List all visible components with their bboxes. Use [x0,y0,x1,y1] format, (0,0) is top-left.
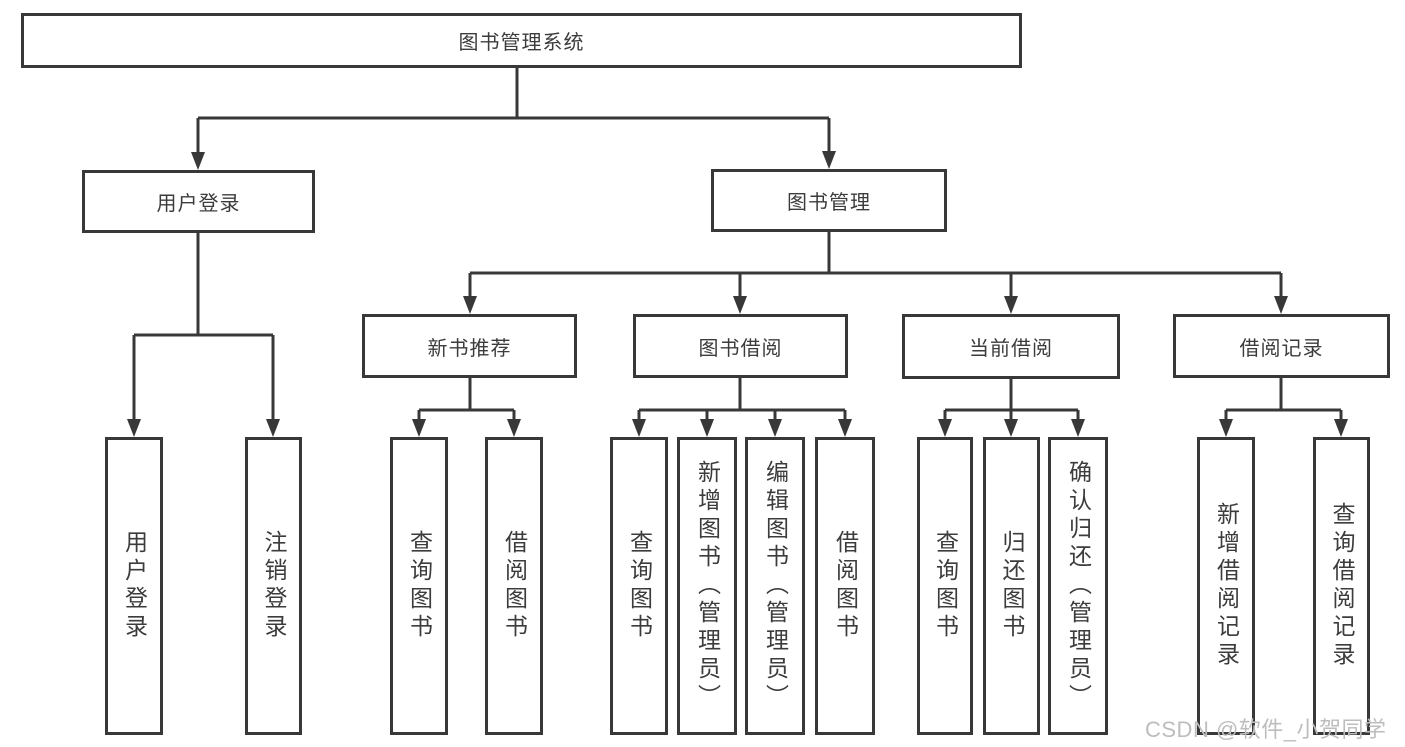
connector-user-login-split [132,233,275,420]
arrowheads [127,151,1348,437]
connector-book-borrow-split [637,378,847,420]
node-library-system-label: 图书管理系统 [458,32,585,54]
leaf-rec-borrow-book-label: 借阅图书 [501,530,528,642]
connector-current-borrow-split [943,379,1080,420]
node-book-borrow-label: 图书借阅 [698,337,783,360]
node-borrow-records-label: 借阅记录 [1239,337,1324,360]
csdn-watermark: CSDN @软件_小贺同学 [1145,717,1387,742]
node-new-book-recommend: 新书推荐 [362,314,577,378]
connector-new-book-rec-split [417,378,516,420]
leaf-user-login-label: 用户登录 [121,530,148,642]
node-library-system: 图书管理系统 [21,13,1022,68]
node-current-borrow-label: 当前借阅 [969,338,1053,360]
leaf-cb-confirm-return-admin-label: 确认归还（管理员） [1065,460,1092,712]
leaf-cb-return-book: 归还图书 [983,437,1040,735]
leaf-bb-borrow-book: 借阅图书 [815,437,875,735]
leaf-bb-add-book-admin: 新增图书（管理员） [677,437,737,735]
leaf-logout-label: 注销登录 [261,530,287,642]
leaf-user-login: 用户登录 [105,437,163,735]
leaf-bb-edit-book-admin-label: 编辑图书（管理员） [762,460,789,712]
leaf-cb-return-book-label: 归还图书 [999,530,1025,642]
leaf-cb-confirm-return-admin: 确认归还（管理员） [1048,437,1108,735]
node-current-borrow: 当前借阅 [902,314,1120,379]
node-book-borrow: 图书借阅 [633,314,848,378]
leaf-br-add-record-label: 新增借阅记录 [1213,502,1240,670]
leaf-bb-query-book-label: 查询图书 [626,530,653,642]
leaf-br-add-record: 新增借阅记录 [1197,437,1255,735]
node-borrow-records: 借阅记录 [1173,314,1390,378]
leaf-br-query-record: 查询借阅记录 [1313,437,1370,735]
leaf-bb-add-book-admin-label: 新增图书（管理员） [694,460,721,712]
leaf-cb-query-book-label: 查询图书 [932,530,959,642]
leaf-logout: 注销登录 [245,437,302,735]
connector-root-split [196,68,831,153]
node-user-login: 用户登录 [82,170,315,233]
node-user-login-label: 用户登录 [156,193,241,215]
leaf-br-query-record-label: 查询借阅记录 [1329,502,1355,670]
leaf-cb-query-book: 查询图书 [917,437,973,735]
node-new-book-recommend-label: 新书推荐 [427,337,512,360]
leaf-bb-query-book: 查询图书 [610,437,668,735]
node-book-management: 图书管理 [711,169,947,232]
leaf-bb-edit-book-admin: 编辑图书（管理员） [745,437,805,735]
connector-borrow-records-split [1224,378,1343,420]
leaf-bb-borrow-book-label: 借阅图书 [832,530,859,642]
connector-book-mgmt-split [468,232,1283,297]
leaf-rec-borrow-book: 借阅图书 [485,437,543,735]
leaf-rec-query-book-label: 查询图书 [406,530,433,642]
node-book-management-label: 图书管理 [787,192,871,214]
leaf-rec-query-book: 查询图书 [390,437,448,735]
